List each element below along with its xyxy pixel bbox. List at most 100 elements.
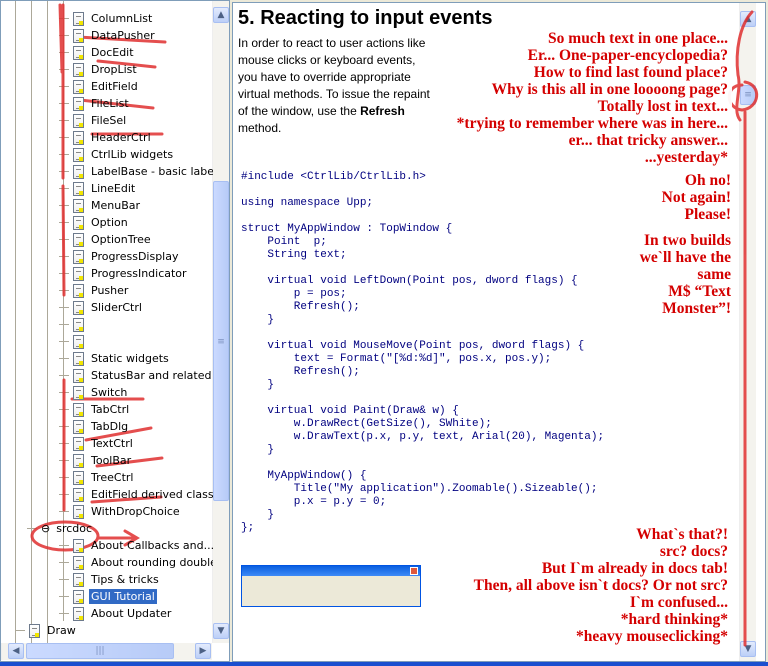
scroll-down-button[interactable]: ▼ bbox=[213, 623, 229, 639]
refresh-keyword: Refresh bbox=[360, 104, 405, 118]
tree-item[interactable]: CtrlLib widgets bbox=[73, 146, 175, 163]
document-icon bbox=[73, 283, 84, 298]
document-icon bbox=[73, 113, 84, 128]
tree-item-label: DocEdit bbox=[91, 46, 134, 59]
tree-item-label: About Callbacks and... bbox=[91, 539, 213, 552]
tree-item[interactable]: EditField derived classes bbox=[73, 486, 213, 503]
tree-item[interactable]: GUI Tutorial bbox=[73, 588, 157, 605]
document-icon bbox=[73, 147, 84, 162]
tree-item[interactable]: TreeCtrl bbox=[73, 469, 136, 486]
tree-item[interactable]: FileSel bbox=[73, 112, 128, 129]
annotation-line: Why is this all in one loooong page? bbox=[491, 81, 728, 98]
tree-item[interactable]: DropList bbox=[73, 61, 139, 78]
tree-folder-srcdoc[interactable]: ⊖srcdoc bbox=[41, 520, 94, 537]
annotation-line: we`ll have the same bbox=[639, 249, 731, 283]
tree-item[interactable]: ToolBar bbox=[73, 452, 133, 469]
tree-item-label: Option bbox=[91, 216, 128, 229]
annotation-line: In two builds bbox=[643, 232, 731, 249]
tree-item[interactable]: Static widgets bbox=[73, 350, 171, 367]
tree-item[interactable]: LineEdit bbox=[73, 180, 137, 197]
collapse-icon: ⊖ bbox=[41, 522, 51, 535]
document-icon bbox=[29, 623, 40, 638]
tree-item[interactable]: DataPusher bbox=[73, 27, 157, 44]
tree-horizontal-scrollbar[interactable]: ◀ ||| ▶ bbox=[1, 643, 212, 660]
tree-item-label: OptionTree bbox=[91, 233, 151, 246]
tree-connector bbox=[59, 307, 69, 308]
tree-item[interactable]: About rounding double values bbox=[73, 554, 213, 571]
tree-item[interactable]: SliderCtrl bbox=[73, 299, 144, 316]
tree-item[interactable]: StatusBar and related widgets bbox=[73, 367, 213, 384]
scroll-thumb[interactable]: ≡ bbox=[213, 181, 229, 501]
tree-item-label: FileSel bbox=[91, 114, 127, 127]
tree-item[interactable]: HeaderCtrl bbox=[73, 129, 153, 146]
tree-package-draw[interactable]: Draw bbox=[29, 622, 78, 639]
scroll-right-button[interactable]: ▶ bbox=[195, 643, 211, 659]
annotation-bottom: What`s that?!src? docs?But I`m already i… bbox=[469, 526, 732, 645]
document-icon bbox=[73, 606, 84, 621]
annotation-line: Not again! bbox=[661, 189, 731, 206]
h-scroll-thumb[interactable]: ||| bbox=[26, 643, 174, 659]
tree-item[interactable]: LabelBase - basic label routines bbox=[73, 163, 213, 180]
tree-item[interactable] bbox=[73, 333, 93, 350]
tree-item[interactable]: ColumnList bbox=[73, 10, 154, 27]
tree-item-label: Switch bbox=[91, 386, 128, 399]
document-icon bbox=[73, 487, 84, 502]
tree-item-label: About rounding double values bbox=[91, 556, 213, 569]
annotation-line: Er... One-paper-encyclopedia? bbox=[527, 47, 728, 64]
scroll-down-button[interactable]: ▼ bbox=[740, 641, 756, 657]
tree-vertical-scrollbar[interactable]: ▲ ≡ ▼ bbox=[212, 1, 229, 643]
tree-connector bbox=[59, 375, 69, 376]
tree-connector bbox=[59, 35, 69, 36]
doc-vertical-scrollbar[interactable]: ▲ ≡ ▼ bbox=[739, 3, 756, 661]
tree-guide bbox=[63, 1, 64, 621]
tree-item[interactable]: OptionTree bbox=[73, 231, 153, 248]
scroll-left-button[interactable]: ◀ bbox=[8, 643, 24, 659]
annotation-line: er... that tricky answer... bbox=[568, 132, 728, 149]
annotation-line: Oh no! bbox=[684, 172, 731, 189]
tree-item[interactable]: FileList bbox=[73, 95, 131, 112]
tree-connector bbox=[59, 205, 69, 206]
tree-item[interactable]: Switch bbox=[73, 384, 129, 401]
tree-item-label: LineEdit bbox=[91, 182, 136, 195]
tree-item[interactable] bbox=[73, 316, 93, 333]
tree-item[interactable]: About Callbacks and... bbox=[73, 537, 213, 554]
preview-titlebar bbox=[242, 566, 420, 576]
tree-item[interactable]: TabDlg bbox=[73, 418, 130, 435]
tree-item-label bbox=[89, 324, 93, 326]
scroll-thumb[interactable]: ≡ bbox=[740, 85, 756, 105]
tree-item-label: DataPusher bbox=[91, 29, 155, 42]
document-icon bbox=[73, 385, 84, 400]
annotation-line: What`s that?! bbox=[636, 526, 728, 543]
document-icon bbox=[73, 555, 84, 570]
tree-item[interactable]: ProgressIndicator bbox=[73, 265, 189, 282]
tree-item-label: TreeCtrl bbox=[91, 471, 134, 484]
scroll-up-button[interactable]: ▲ bbox=[740, 11, 756, 27]
document-icon bbox=[73, 300, 84, 315]
tree-item[interactable]: TabCtrl bbox=[73, 401, 131, 418]
annotation-line: *heavy mouseclicking* bbox=[576, 628, 728, 645]
tree-item[interactable]: About Updater bbox=[73, 605, 173, 622]
tree-connector bbox=[59, 154, 69, 155]
tree-item-label: WithDropChoice bbox=[91, 505, 180, 518]
annotation-line: How to find last found place? bbox=[533, 64, 728, 81]
tree-item[interactable]: TextCtrl bbox=[73, 435, 135, 452]
tree-connector bbox=[59, 52, 69, 53]
intro-paragraph: In order to react to user actions like m… bbox=[238, 35, 433, 137]
tree-item[interactable]: Tips & tricks bbox=[73, 571, 161, 588]
tree-item[interactable]: WithDropChoice bbox=[73, 503, 182, 520]
tree-item[interactable]: Pusher bbox=[73, 282, 130, 299]
tree-item-label: LabelBase - basic label routines bbox=[91, 165, 213, 178]
scroll-up-button[interactable]: ▲ bbox=[213, 7, 229, 23]
tree-item[interactable]: MenuBar bbox=[73, 197, 142, 214]
tree-item-label: DropList bbox=[91, 63, 137, 76]
tree-item[interactable]: ProgressDisplay bbox=[73, 248, 181, 265]
tree-item[interactable]: DocEdit bbox=[73, 44, 136, 61]
tree-connector bbox=[59, 341, 69, 342]
tree-item[interactable]: EditField bbox=[73, 78, 140, 95]
tree-item-label: MenuBar bbox=[91, 199, 141, 212]
tree-item[interactable]: Option bbox=[73, 214, 130, 231]
annotation-line: *trying to remember where was in here... bbox=[456, 115, 728, 132]
para-text: In order to react to user actions like m… bbox=[238, 36, 430, 118]
tree-connector bbox=[59, 443, 69, 444]
